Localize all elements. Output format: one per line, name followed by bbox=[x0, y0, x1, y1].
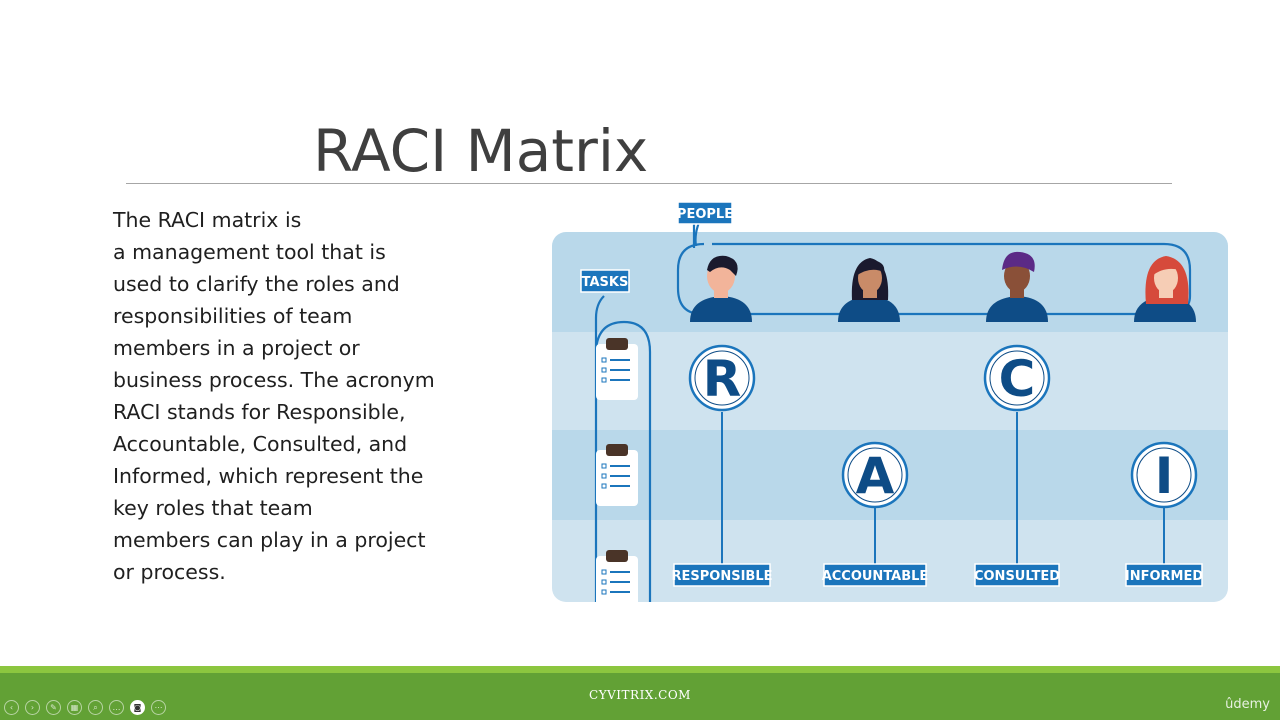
person-avatar bbox=[838, 258, 900, 322]
letter-r-circle: R bbox=[688, 344, 756, 412]
footer-brand: CYVITRIX.COM bbox=[589, 688, 691, 702]
body-line: key roles that team bbox=[113, 496, 313, 520]
subtitles-icon[interactable]: … bbox=[109, 700, 124, 715]
player-controls: ‹ › ✎ ▦ ⌕ … ◙ ⋯ bbox=[4, 700, 166, 716]
svg-text:C: C bbox=[999, 350, 1036, 408]
body-line: The RACI matrix is bbox=[113, 208, 302, 232]
body-line: responsibilities of team bbox=[113, 304, 353, 328]
body-line: RACI stands for Responsible, bbox=[113, 400, 406, 424]
zoom-icon[interactable]: ⌕ bbox=[88, 700, 103, 715]
people-label: PEOPLE bbox=[677, 201, 733, 225]
slide: RACI Matrix The RACI matrix is a managem… bbox=[113, 117, 1228, 602]
next-icon[interactable]: › bbox=[25, 700, 40, 715]
role-label-responsible: RESPONSIBLE bbox=[672, 563, 773, 587]
person-avatar bbox=[1134, 256, 1196, 322]
svg-text:ACCOUNTABLE: ACCOUNTABLE bbox=[822, 569, 929, 584]
task-clipboard-icon bbox=[596, 550, 638, 602]
tasks-label: TASKS bbox=[580, 269, 630, 293]
slides-grid-icon[interactable]: ▦ bbox=[67, 700, 82, 715]
camera-icon[interactable]: ◙ bbox=[130, 700, 145, 715]
role-label-informed: INFORMED bbox=[1125, 563, 1203, 587]
slide-title: RACI Matrix bbox=[313, 117, 649, 185]
video-footer-bar: CYVITRIX.COM bbox=[0, 666, 1280, 720]
slide-body-text: The RACI matrix is a management tool tha… bbox=[113, 204, 463, 588]
svg-text:INFORMED: INFORMED bbox=[1125, 569, 1203, 584]
svg-text:CONSULTED: CONSULTED bbox=[974, 569, 1060, 584]
more-options-icon[interactable]: ⋯ bbox=[151, 700, 166, 715]
task-clipboard-icon bbox=[596, 444, 638, 506]
body-line: Accountable, Consulted, and bbox=[113, 432, 408, 456]
person-avatar bbox=[690, 255, 752, 322]
letter-a-circle: A bbox=[841, 441, 909, 509]
raci-illustration: PEOPLE TASKS bbox=[552, 200, 1228, 602]
tasks-connector bbox=[594, 295, 652, 602]
body-line: business process. The acronym bbox=[113, 368, 435, 392]
footer-stripe bbox=[0, 666, 1280, 673]
title-divider bbox=[126, 183, 1172, 184]
raci-illustration-svg: PEOPLE TASKS bbox=[552, 201, 1228, 602]
task-clipboard-icon bbox=[596, 338, 638, 400]
role-label-accountable: ACCOUNTABLE bbox=[822, 563, 929, 587]
letter-c-circle: C bbox=[983, 344, 1051, 412]
body-line: used to clarify the roles and bbox=[113, 272, 400, 296]
matrix-background bbox=[552, 232, 1228, 602]
svg-text:A: A bbox=[856, 447, 895, 505]
svg-text:I: I bbox=[1155, 447, 1174, 505]
udemy-watermark: ûdemy bbox=[1225, 697, 1270, 712]
previous-icon[interactable]: ‹ bbox=[4, 700, 19, 715]
svg-text:TASKS: TASKS bbox=[582, 275, 629, 290]
pen-icon[interactable]: ✎ bbox=[46, 700, 61, 715]
svg-text:RESPONSIBLE: RESPONSIBLE bbox=[672, 569, 773, 584]
svg-text:R: R bbox=[703, 350, 742, 408]
body-line: a management tool that is bbox=[113, 240, 386, 264]
role-label-consulted: CONSULTED bbox=[974, 563, 1060, 587]
body-line: members in a project or bbox=[113, 336, 360, 360]
person-avatar bbox=[986, 251, 1048, 322]
body-line: Informed, which represent the bbox=[113, 464, 424, 488]
letter-i-circle: I bbox=[1130, 441, 1198, 509]
body-line: members can play in a project bbox=[113, 528, 426, 552]
svg-text:PEOPLE: PEOPLE bbox=[677, 207, 733, 222]
body-line: or process. bbox=[113, 560, 226, 584]
